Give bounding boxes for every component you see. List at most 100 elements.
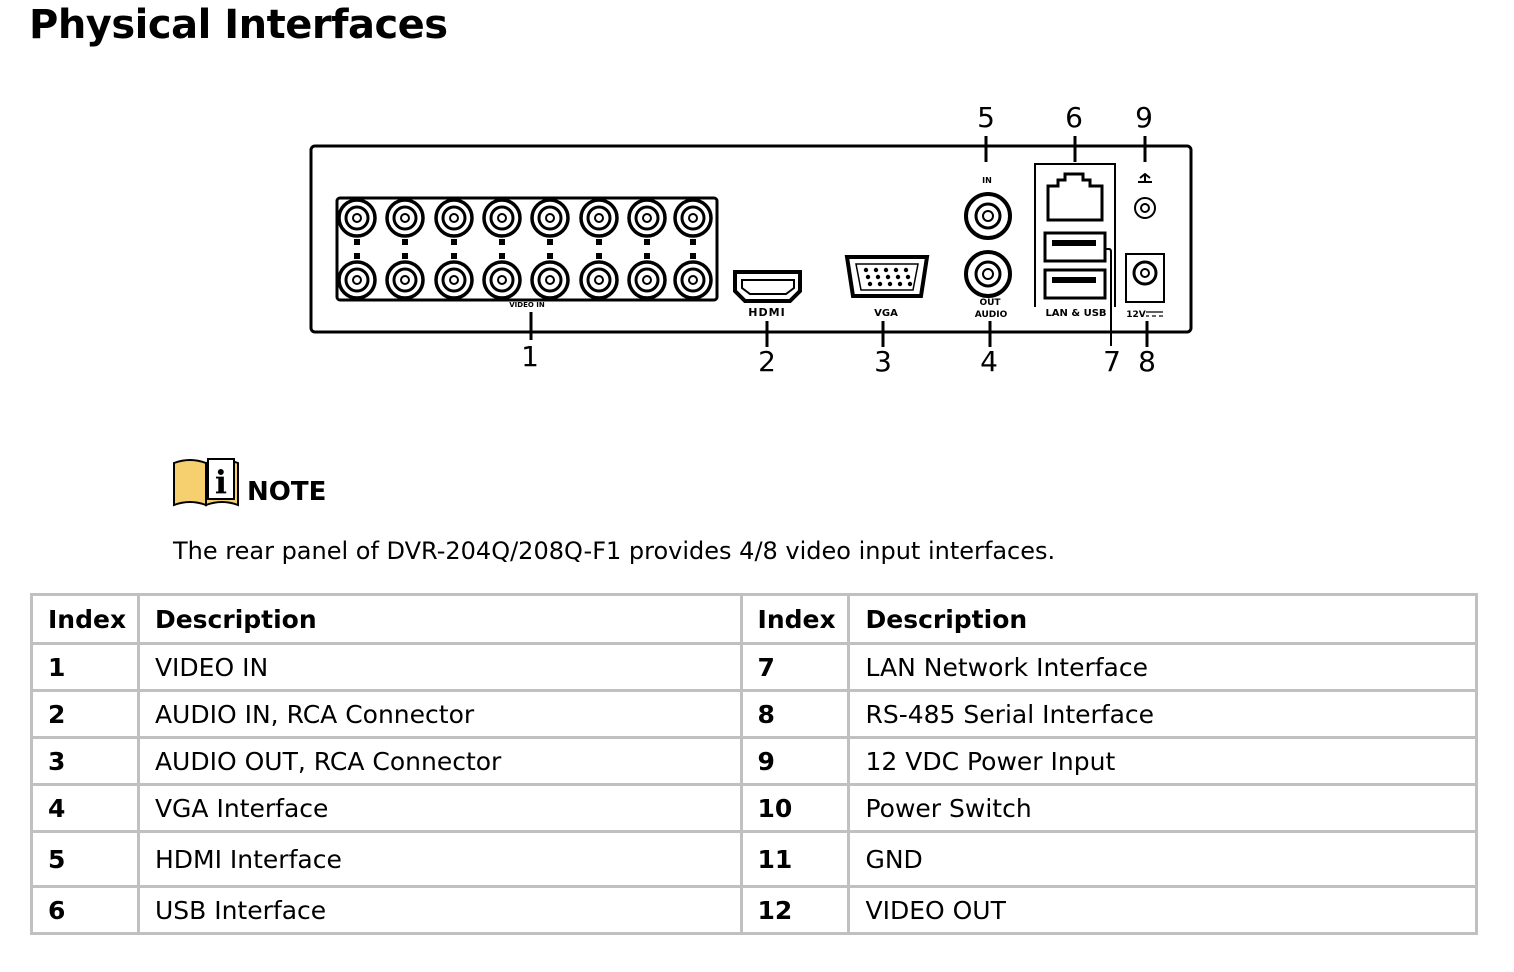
rear-panel-diagram: VIDEO IN HDMI VGA IN OUT AUDIO LAN & USB	[309, 101, 1193, 378]
note-text: The rear panel of DVR-204Q/208Q-F1 provi…	[173, 537, 1056, 565]
callout-8: 8	[1138, 345, 1156, 378]
bnc-connector	[530, 198, 570, 238]
vga-pin	[903, 267, 909, 273]
channel-mark	[547, 253, 553, 259]
vga-pin	[863, 267, 869, 273]
channel-mark	[690, 253, 696, 259]
bnc-connectors	[337, 198, 713, 300]
vga-pin	[885, 274, 891, 280]
vga-pin	[907, 281, 913, 287]
channel-mark	[451, 253, 457, 259]
index-cell: 8	[739, 689, 851, 739]
channel-mark	[499, 239, 505, 245]
vga-pin	[905, 274, 911, 280]
channel-mark	[547, 239, 553, 245]
vga-pin	[873, 267, 879, 273]
header-description-right: Description	[847, 593, 1478, 645]
description-cell: AUDIO OUT, RCA Connector	[136, 736, 743, 786]
index-cell: 6	[30, 885, 140, 935]
index-cell: 4	[30, 783, 140, 833]
vga-port	[844, 255, 930, 298]
bnc-connector	[673, 198, 713, 238]
index-cell: 9	[739, 736, 851, 786]
bnc-connector	[530, 260, 570, 300]
channel-mark	[596, 253, 602, 259]
header-index-right: Index	[739, 593, 851, 645]
note-book-icon: i	[173, 458, 239, 507]
index-cell: 5	[30, 830, 140, 888]
vga-pin	[875, 274, 881, 280]
channel-mark	[451, 239, 457, 245]
header-index-left: Index	[30, 593, 140, 645]
table-row: 5 HDMI Interface 11 GND	[30, 830, 1478, 888]
bnc-connector	[627, 260, 667, 300]
channel-mark	[499, 253, 505, 259]
dc-symbol-icon	[1146, 311, 1163, 317]
description-cell: VIDEO IN	[136, 642, 743, 692]
bnc-connector	[579, 260, 619, 300]
lan-usb-label: LAN & USB	[1045, 308, 1106, 319]
usb-port-1	[1043, 231, 1107, 263]
channel-mark	[354, 253, 360, 259]
vga-pin	[883, 267, 889, 273]
audio-out-label-1: OUT	[979, 298, 1001, 308]
description-cell: HDMI Interface	[136, 830, 743, 888]
vga-label: VGA	[874, 308, 898, 319]
callout-4: 4	[980, 345, 998, 378]
description-cell: LAN Network Interface	[847, 642, 1478, 692]
header-description-left: Description	[136, 593, 743, 645]
index-cell: 11	[739, 830, 851, 888]
table-row: 2 AUDIO IN, RCA Connector 8 RS-485 Seria…	[30, 689, 1478, 739]
description-cell: Power Switch	[847, 783, 1478, 833]
channel-mark	[644, 239, 650, 245]
callout-7: 7	[1103, 345, 1121, 378]
table-row: 3 AUDIO OUT, RCA Connector 9 12 VDC Powe…	[30, 736, 1478, 786]
vga-pin	[867, 281, 873, 287]
bnc-connector	[337, 198, 377, 238]
description-cell: AUDIO IN, RCA Connector	[136, 689, 743, 739]
index-cell: 10	[739, 783, 851, 833]
index-cell: 7	[739, 642, 851, 692]
power-label: 12V	[1126, 310, 1146, 320]
table-row: 4 VGA Interface 10 Power Switch	[30, 783, 1478, 833]
channel-mark	[402, 239, 408, 245]
page-title: Physical Interfaces	[29, 2, 448, 48]
ground-icon	[1138, 172, 1152, 183]
callout-3: 3	[874, 345, 892, 378]
channel-mark	[354, 239, 360, 245]
table-row: 1 VIDEO IN 7 LAN Network Interface	[30, 642, 1478, 692]
ground-terminal	[1134, 197, 1156, 219]
power-jack	[1125, 253, 1165, 303]
table-row: 6 USB Interface 12 VIDEO OUT	[30, 885, 1478, 935]
index-cell: 3	[30, 736, 140, 786]
bnc-connector	[482, 260, 522, 300]
bnc-connector	[627, 198, 667, 238]
bnc-connector	[385, 198, 425, 238]
callout-6: 6	[1065, 101, 1083, 134]
callout-2: 2	[758, 345, 776, 378]
audio-in-label: IN	[982, 176, 992, 185]
index-cell: 12	[739, 885, 851, 935]
index-cell: 2	[30, 689, 140, 739]
description-cell: GND	[847, 830, 1478, 888]
vga-pin	[887, 281, 893, 287]
channel-mark	[644, 253, 650, 259]
callout-5: 5	[977, 101, 995, 134]
channel-mark	[596, 239, 602, 245]
callout-9: 9	[1135, 101, 1153, 134]
description-cell: VIDEO OUT	[847, 885, 1478, 935]
audio-out-rca	[964, 250, 1012, 298]
vga-pin	[897, 281, 903, 287]
hdmi-label: HDMI	[748, 306, 785, 319]
description-cell: VGA Interface	[136, 783, 743, 833]
description-cell: 12 VDC Power Input	[847, 736, 1478, 786]
hdmi-port	[733, 270, 802, 303]
description-cell: USB Interface	[136, 885, 743, 935]
vga-pin	[893, 267, 899, 273]
channel-mark	[690, 239, 696, 245]
callout-1: 1	[521, 340, 539, 373]
bnc-connector	[482, 198, 522, 238]
audio-in-rca	[964, 192, 1012, 240]
note-label: NOTE	[247, 477, 327, 507]
vga-pin	[877, 281, 883, 287]
